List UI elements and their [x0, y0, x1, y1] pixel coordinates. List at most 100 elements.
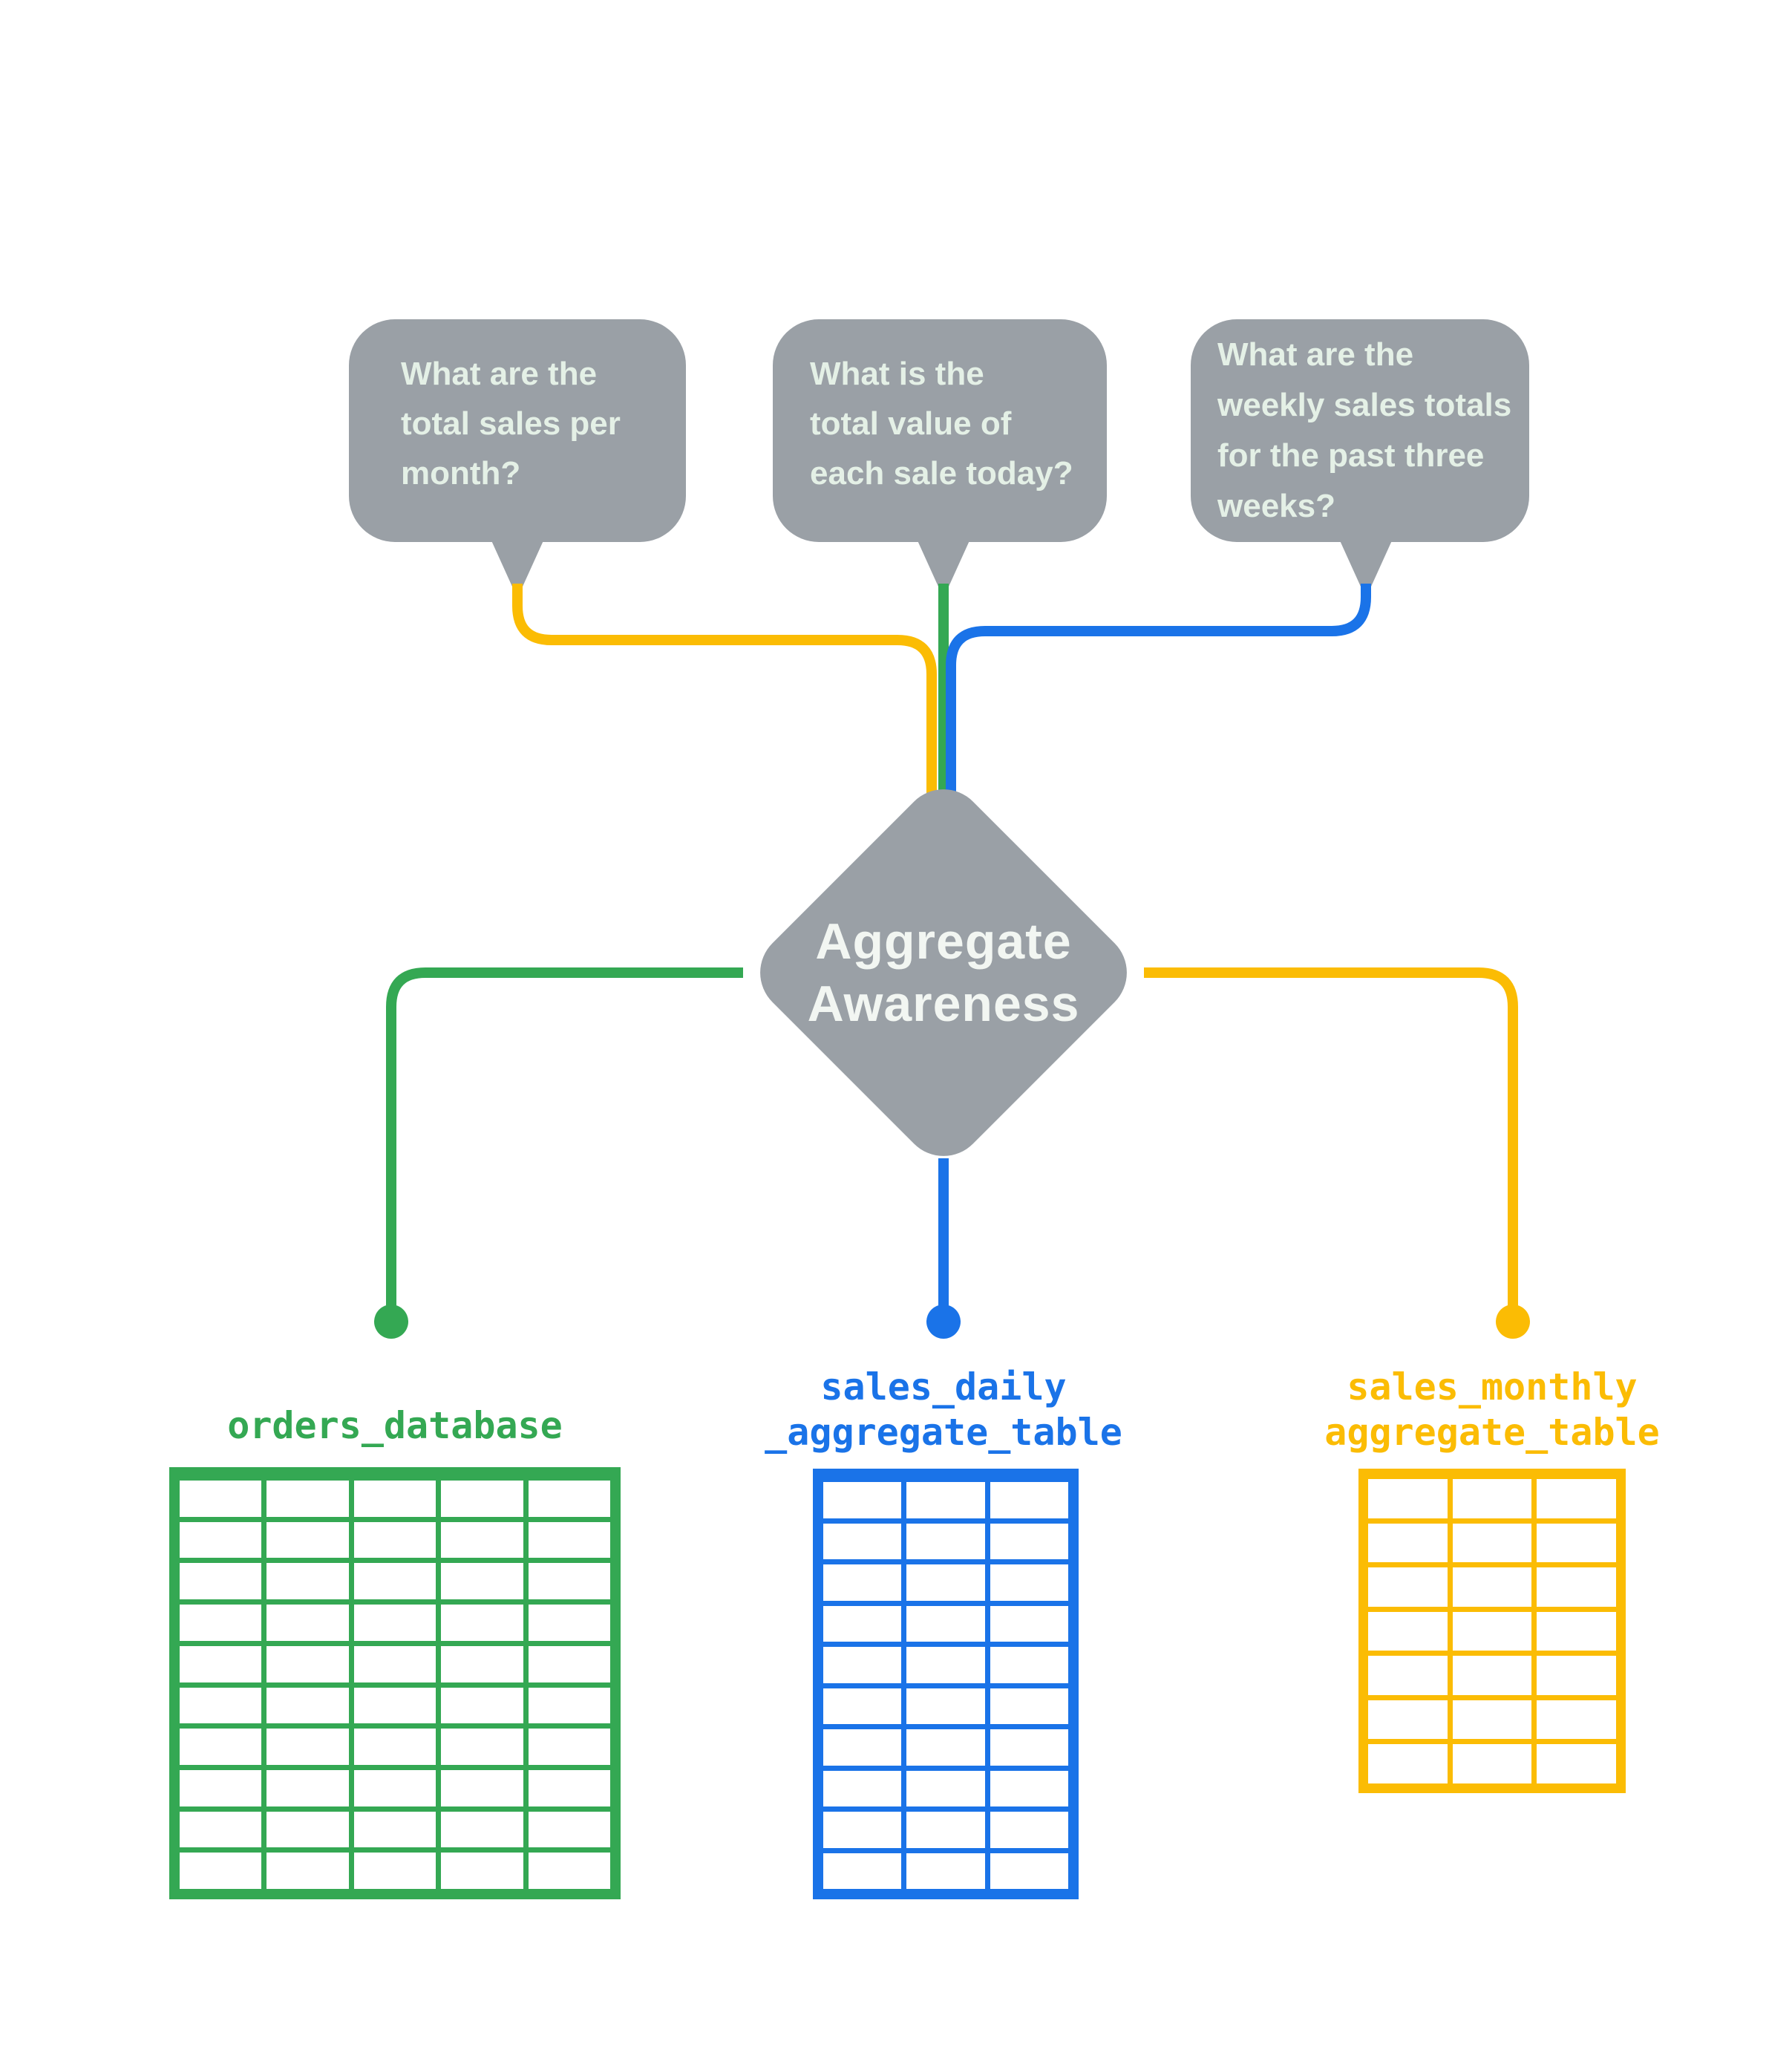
sales-daily-aggregate-table	[813, 1469, 1079, 1899]
table-cell	[180, 1811, 262, 1848]
table-cell	[906, 1853, 985, 1889]
table-cell	[266, 1729, 349, 1765]
table-cell	[180, 1645, 262, 1682]
question-bubble-weekly-sales-totals: What are the weekly sales totals for the…	[1191, 319, 1529, 542]
table-cell	[528, 1605, 610, 1641]
table-cell	[1368, 1567, 1448, 1607]
table-cell	[823, 1853, 902, 1889]
table-cell	[1537, 1611, 1616, 1651]
table-cell	[266, 1811, 349, 1848]
table-cell	[266, 1769, 349, 1806]
table-cell	[528, 1563, 610, 1600]
table-cell	[528, 1687, 610, 1724]
question-bubble-monthly-sales: What are the total sales per month?	[349, 319, 686, 542]
bubble-tail-monthly	[491, 539, 544, 587]
table-cell	[1368, 1656, 1448, 1695]
table-cell	[180, 1605, 262, 1641]
table-label-line: orders_database	[227, 1404, 563, 1447]
table-cell	[906, 1812, 985, 1848]
table-label-line: sales_daily	[820, 1365, 1067, 1409]
connector-diamond-to-orders-database	[386, 967, 743, 1305]
orders-database-table	[169, 1467, 621, 1899]
table-cell	[528, 1853, 610, 1889]
table-cell	[823, 1729, 902, 1766]
table-cell	[441, 1853, 523, 1889]
table-cell	[1452, 1523, 1532, 1563]
table-cell	[1537, 1656, 1616, 1695]
question-bubble-daily-sale-value: What is the total value of each sale tod…	[773, 319, 1107, 542]
bubble-text-line: each sale today?	[810, 455, 1073, 492]
bubble-text-line: total value of	[810, 405, 1012, 442]
table-cell	[180, 1521, 262, 1558]
table-cell	[441, 1729, 523, 1765]
table-cell	[180, 1563, 262, 1600]
table-cell	[1452, 1656, 1532, 1695]
bubble-tail-daily	[917, 539, 970, 587]
table-cell	[266, 1521, 349, 1558]
table-cell	[1537, 1567, 1616, 1607]
table-cell	[1452, 1567, 1532, 1607]
orders-database-label: orders_database	[165, 1403, 625, 1449]
table-cell	[906, 1647, 985, 1683]
bubble-text-line: weeks?	[1217, 488, 1335, 524]
aggregate-awareness-diamond: Aggregate Awareness	[742, 771, 1145, 1174]
bubble-text-line: weekly sales totals	[1217, 387, 1512, 423]
table-cell	[906, 1605, 985, 1642]
table-cell	[180, 1853, 262, 1889]
table-cell	[266, 1563, 349, 1600]
table-cell	[1452, 1700, 1532, 1740]
table-cell	[528, 1811, 610, 1848]
table-cell	[441, 1521, 523, 1558]
table-cell	[906, 1729, 985, 1766]
table-cell	[1368, 1700, 1448, 1740]
orders-database-endpoint-dot	[374, 1305, 408, 1339]
connector-monthly-question-to-diamond	[512, 584, 937, 794]
table-cell	[1368, 1523, 1448, 1563]
table-cell	[180, 1729, 262, 1765]
table-cell	[180, 1687, 262, 1724]
table-cell	[528, 1645, 610, 1682]
table-label-line: aggregate_table	[1324, 1411, 1660, 1454]
connector-weekly-question-to-diamond	[946, 584, 1371, 794]
table-cell	[990, 1688, 1068, 1724]
bubble-text-line: What is the	[810, 356, 984, 392]
table-cell	[528, 1729, 610, 1765]
table-cell	[528, 1481, 610, 1517]
table-cell	[990, 1853, 1068, 1889]
diamond-title: Aggregate Awareness	[802, 831, 1085, 1114]
table-cell	[990, 1605, 1068, 1642]
table-cell	[823, 1770, 902, 1806]
table-cell	[1537, 1744, 1616, 1783]
table-label-line: sales_monthly	[1347, 1365, 1638, 1409]
table-cell	[990, 1729, 1068, 1766]
table-cell	[1452, 1744, 1532, 1783]
table-cell	[906, 1688, 985, 1724]
table-cell	[1537, 1479, 1616, 1518]
table-cell	[823, 1523, 902, 1559]
table-cell	[906, 1564, 985, 1601]
table-cell	[823, 1482, 902, 1518]
table-cell	[353, 1853, 436, 1889]
table-cell	[353, 1563, 436, 1600]
table-cell	[441, 1563, 523, 1600]
sales-monthly-aggregate-table-label: sales_monthly aggregate_table	[1262, 1365, 1722, 1455]
bubble-text-line: What are the	[1217, 336, 1414, 373]
bubble-tail-weekly	[1339, 539, 1393, 587]
table-cell	[353, 1645, 436, 1682]
table-cell	[1368, 1611, 1448, 1651]
bubble-text-line: for the past three	[1217, 437, 1485, 474]
table-cell	[823, 1688, 902, 1724]
table-cell	[906, 1482, 985, 1518]
table-cell	[990, 1812, 1068, 1848]
table-cell	[906, 1523, 985, 1559]
table-cell	[441, 1645, 523, 1682]
table-cell	[441, 1769, 523, 1806]
table-cell	[441, 1605, 523, 1641]
table-cell	[1537, 1523, 1616, 1563]
bubble-text-line: total sales per	[401, 405, 621, 442]
table-cell	[353, 1729, 436, 1765]
bubble-text-line: month?	[401, 455, 521, 492]
table-cell	[266, 1645, 349, 1682]
table-cell	[1368, 1479, 1448, 1518]
